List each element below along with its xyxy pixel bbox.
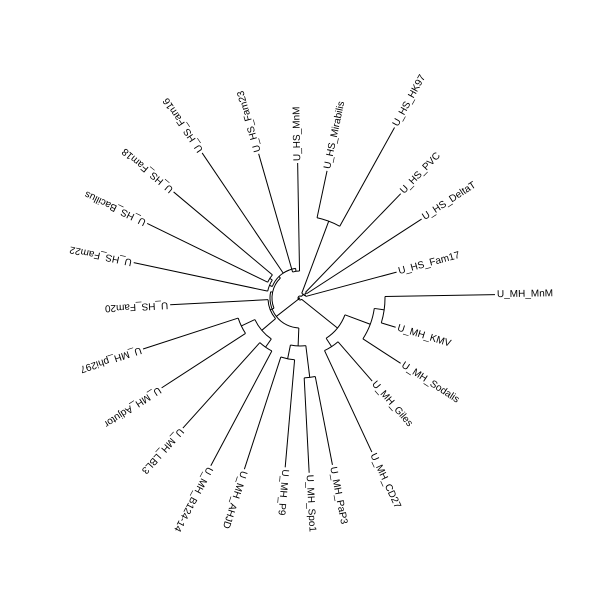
tip-branch	[381, 323, 395, 327]
internal-branch	[270, 308, 274, 309]
tip-label: U_MH_AHJD	[220, 469, 249, 529]
internal-branch	[266, 339, 272, 347]
tip-label: U_MH_Giles	[369, 379, 414, 429]
tip-labels: U_MH_MnMU_MH_KMVU_MH_SodalisU_MH_GilesU_…	[68, 73, 553, 534]
branch-arc	[283, 268, 295, 273]
tip-label: U_MH_KMV	[396, 323, 453, 350]
internal-branch	[262, 319, 276, 331]
tip-label: U_MH_phi297	[78, 344, 143, 374]
tip-label: U_MH_P9	[275, 469, 290, 516]
tip-label: U_HS_Fam20	[104, 299, 168, 313]
internal-branch	[302, 299, 338, 328]
tip-branch	[202, 153, 283, 273]
tip-branch	[244, 357, 280, 469]
tip-label: U_MH_Adjutor	[101, 384, 163, 429]
tip-label: U_HS_MnM	[291, 106, 303, 161]
tip-label: U_MH_MnM	[497, 288, 553, 300]
tip-branch	[385, 295, 495, 297]
tip-label: U_HS_Fam18	[120, 145, 176, 194]
tip-branch	[317, 171, 327, 218]
internal-branch	[374, 308, 384, 309]
tree-branches	[134, 127, 495, 472]
tip-label: U_HS_Bacillus	[83, 188, 148, 227]
tip-label: U_HS_Fam23	[235, 89, 263, 153]
tip-branch	[174, 192, 273, 275]
tip-branch	[170, 300, 268, 305]
branch-arc	[272, 270, 289, 286]
tip-branch	[315, 377, 332, 465]
tip-branch	[134, 263, 268, 291]
tip-branch	[340, 127, 395, 226]
tip-branch	[306, 272, 397, 296]
tip-branch	[183, 343, 260, 428]
tip-branch	[307, 219, 422, 294]
tip-branch	[338, 342, 372, 381]
tip-label: U_MH_PaP3	[327, 466, 349, 526]
tip-branch	[285, 360, 294, 468]
tip-label: U_HS_Mirabilis	[322, 100, 347, 170]
tip-branch	[306, 194, 401, 293]
internal-branch	[345, 315, 370, 324]
tip-label: U_HS_Fam16	[161, 95, 206, 154]
tip-branch	[211, 351, 272, 466]
tip-branch	[147, 223, 267, 282]
internal-branch	[306, 346, 310, 378]
internal-branch	[276, 298, 300, 316]
tip-label: U_HS_PVC	[398, 151, 443, 197]
tip-branch	[259, 154, 293, 272]
tip-label: U_MH_Sodalis	[399, 360, 461, 406]
internal-branch	[241, 320, 255, 326]
tip-label: U_MH_CD27	[368, 452, 403, 511]
branch-arc	[293, 271, 300, 272]
internal-branch	[326, 338, 331, 346]
tip-label: U_HS_Fam17	[397, 250, 461, 277]
tip-branch	[143, 318, 238, 349]
tip-branch	[363, 339, 401, 364]
tip-label: U_MH_Spo1	[304, 474, 318, 532]
internal-branch	[298, 328, 299, 346]
tip-branch	[304, 378, 309, 473]
branch-arc	[260, 343, 272, 351]
tip-label: U_HS_HK97	[391, 73, 429, 129]
internal-branch	[288, 345, 291, 359]
tip-label: U_MH_LBL3	[139, 426, 186, 476]
branch-arc	[272, 278, 280, 308]
tip-label: U_MH_B124-14	[171, 465, 215, 534]
tip-branch	[325, 351, 372, 453]
tip-label: U_HS_Fam22	[68, 243, 133, 267]
tip-branch	[298, 163, 300, 271]
tip-branch	[162, 333, 246, 387]
tip-label: U_HS_DeltaT	[420, 180, 478, 223]
branch-arc	[305, 294, 306, 296]
